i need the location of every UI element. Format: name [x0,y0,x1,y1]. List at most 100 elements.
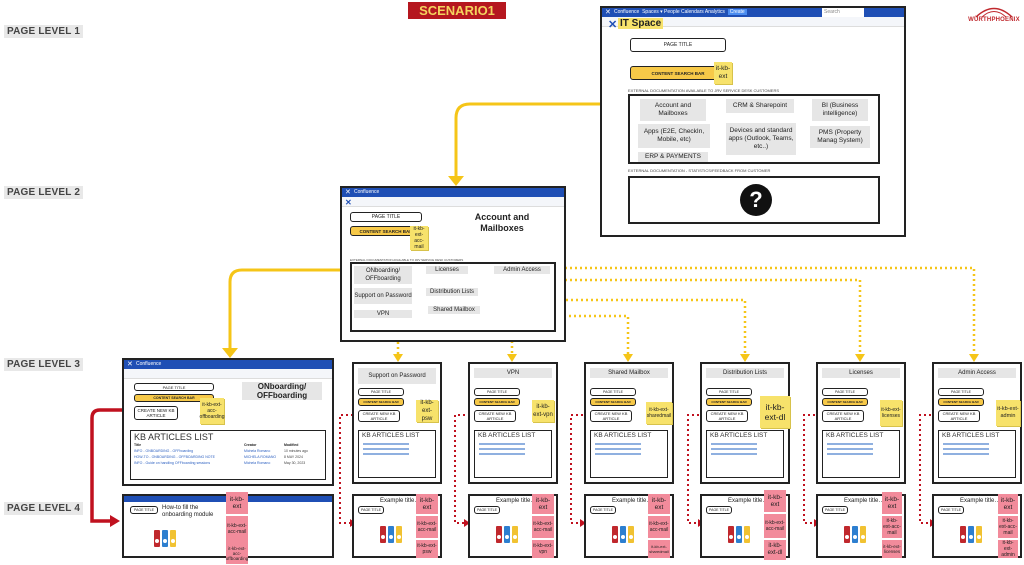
create-kb-button[interactable]: CREATE NEW KB ARTICLE [822,410,864,422]
connector-admin [545,266,976,356]
tile-support-password[interactable]: Support on Password [354,288,412,304]
create-kb-button[interactable]: CREATE NEW KB ARTICLE [134,406,178,420]
tile-licenses[interactable]: Licenses [426,266,468,274]
create-kb-button[interactable]: CREATE NEW KB ARTICLE [358,410,400,422]
content-search-bar[interactable]: CONTENT SEARCH BAR [590,398,636,406]
tile-bi[interactable]: BI (Business intelligence) [812,99,868,121]
tile-distribution-lists[interactable]: Distribution Lists [426,288,478,296]
kb-list-rows [823,443,899,455]
content-search-bar[interactable]: CONTENT SEARCH BAR [358,398,404,406]
tile-account-mailboxes[interactable]: Account and Mailboxes [640,99,706,121]
search-input[interactable]: Search [822,8,864,17]
tile-crm-sharepoint[interactable]: CRM & Sharepoint [726,99,794,113]
page-title-box: PAGE TITLE [938,388,984,396]
page-heading: ONboarding/ OFFboarding [242,382,322,400]
article-title: Example title… [496,498,537,504]
page-title-box: PAGE TITLE [706,388,752,396]
section-label: EXTERNAL DOCUMENTATION AVAILABLE TO JRV … [350,258,464,262]
content-search-bar[interactable]: CONTENT SEARCH BAR [630,66,726,80]
article-title: Example title… [728,498,769,504]
tile-erp-payments[interactable]: ERP & PAYMENTS [638,152,708,162]
page-heading: VPN [474,368,552,378]
content-search-bar[interactable]: CONTENT SEARCH BAR [474,398,520,406]
tile-devices[interactable]: Devices and standard apps (Outlook, Team… [726,123,796,155]
space-subbar [124,369,332,379]
binder-blue-icon [852,526,858,543]
binder-red-icon [612,526,618,543]
arrowhead-red-3 [580,519,586,527]
level3-page-distribution-lists: Distribution Lists PAGE TITLE CONTENT SE… [700,362,790,484]
kb-articles-list: KB ARTICLES LIST [474,430,552,478]
confluence-topbar: ✕ Confluence Spaces ▾ People Calendars A… [602,8,904,17]
arrowhead-vpn [507,354,517,362]
tile-onboarding[interactable]: ONboarding/ OFFboarding [354,266,412,284]
kb-list-rows [707,443,783,455]
page-title-box: PAGE TITLE [630,38,726,52]
binder-red-icon [844,526,850,543]
page-title-box: PAGE TITLE [474,388,520,396]
tile-apps[interactable]: Apps (E2E, CheckIn, Mobile, etc) [638,124,710,148]
create-kb-button[interactable]: CREATE NEW KB ARTICLE [706,410,748,422]
level4-page-password: Example title… PAGE TITLE it-kb-ext it-k… [352,494,442,558]
space-title: IT Space [618,18,664,29]
binder-red-icon [380,526,386,543]
article-title: Example title… [612,498,653,504]
feedback-box: ? [628,176,880,224]
create-kb-button[interactable]: CREATE NEW KB ARTICLE [474,410,516,422]
binder-yellow-icon [170,530,176,547]
binder-red-icon [728,526,734,543]
table-row[interactable]: INFO - Guide on handling OFFboarding ses… [134,461,306,465]
page-title-box: PAGE TITLE [706,506,732,514]
tile-shared-mailbox[interactable]: Shared Mailbox [428,306,480,314]
arrowhead-shared [623,354,633,362]
level-label-4: PAGE LEVEL 4 [4,502,84,515]
content-search-bar[interactable]: CONTENT SEARCH BAR [706,398,752,406]
kb-list-title: KB ARTICLES LIST [826,432,884,439]
connector-red-1 [339,414,358,524]
question-icon: ? [740,184,772,216]
label-note: it-kb-ext-acc-mail [648,516,670,538]
binder-blue-icon [968,526,974,543]
label-note: it-kb-ext-admin [998,540,1018,558]
level4-page-licenses: Example title… PAGE TITLE it-kb-ext it-k… [816,492,906,558]
binder-blue-icon [504,526,510,543]
page-title-box: PAGE TITLE [590,388,636,396]
tile-pms[interactable]: PMS (Property Manag System) [810,126,870,148]
tile-admin-access[interactable]: Admin Access [494,266,550,274]
page-heading: Shared Mailbox [590,368,668,378]
confluence-icon: ✕ [127,361,133,368]
confluence-icon: ✕ [608,19,618,31]
connector-l3-l4-main [90,408,130,523]
label-note: it-kb-ext-acc-mail [764,514,786,538]
binder-yellow-icon [628,526,634,543]
label-note: it-kb-ext-acc-mail [416,516,438,538]
content-search-bar[interactable]: CONTENT SEARCH BAR [938,398,984,406]
page-title-box: PAGE TITLE [590,506,616,514]
arrowhead-red-2 [464,519,470,527]
label-note: it-kb-ext [226,492,248,514]
label-note: it-kb-ext-acc-offboarding [226,542,248,564]
create-kb-button[interactable]: CREATE NEW KB ARTICLE [938,410,980,422]
label-note: it-kb-ext [416,494,438,514]
connector-red-4 [687,414,704,524]
binder-yellow-icon [512,526,518,543]
page-heading: Distribution Lists [706,368,784,378]
sticky-note: it-kb-ext-sharedmail [646,402,672,424]
create-kb-button[interactable]: CREATE NEW KB ARTICLE [590,410,632,422]
create-button[interactable]: Create [727,9,747,15]
binder-blue-icon [736,526,742,543]
tiles-container: Account and Mailboxes CRM & Sharepoint B… [628,94,880,164]
page-title-box: PAGE TITLE [474,506,500,514]
label-note: it-kb-ext-vpn [532,540,554,558]
content-search-bar[interactable]: CONTENT SEARCH BAR [822,398,868,406]
tile-vpn[interactable]: VPN [354,310,412,318]
binder-yellow-icon [396,526,402,543]
kb-list-title: KB ARTICLES LIST [594,432,652,439]
kb-list-rows [939,443,1015,455]
sticky-note: it-kb-ext-psw [416,400,438,422]
level3-page-shared-mailbox: Shared Mailbox PAGE TITLE CONTENT SEARCH… [584,362,674,484]
level4-page-vpn: Example title… PAGE TITLE it-kb-ext it-k… [468,494,558,558]
level4-page-shared-mailbox: Example title… PAGE TITLE it-kb-ext it-k… [584,494,674,558]
